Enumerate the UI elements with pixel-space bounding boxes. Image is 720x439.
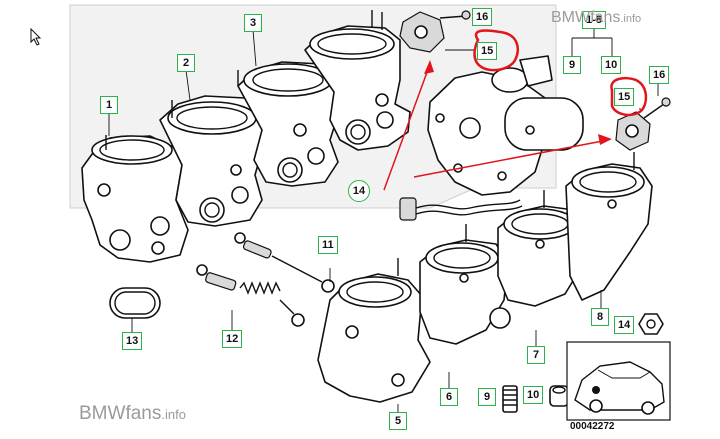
throttle-body-5 <box>317 258 431 403</box>
callout-8: 8 <box>591 308 609 326</box>
callout-1-8: 1-8 <box>582 11 606 29</box>
watermark-bottom: BMWfans.info <box>79 403 186 424</box>
callout-2: 2 <box>177 54 195 72</box>
throttle-body-1 <box>81 135 189 263</box>
cursor-icon <box>30 28 42 46</box>
spring-9 <box>502 385 518 413</box>
callout-9-top: 9 <box>563 56 581 74</box>
callout-9-bottom: 9 <box>478 388 496 406</box>
callout-12: 12 <box>222 330 243 348</box>
reference-number: 00042272 <box>570 421 615 432</box>
throttle-body-4 <box>304 10 411 151</box>
callout-5: 5 <box>389 412 407 430</box>
sensor-right <box>615 97 671 151</box>
callout-7: 7 <box>527 346 545 364</box>
linkage-rod-12 <box>196 264 305 327</box>
callout-15-top: 15 <box>477 42 498 60</box>
throttle-body-8 <box>565 152 653 301</box>
throttle-body-6 <box>419 224 511 345</box>
callout-1: 1 <box>100 96 118 114</box>
callout-11: 11 <box>318 236 338 254</box>
throttle-body-3 <box>237 61 339 187</box>
callout-3: 3 <box>244 14 262 32</box>
watermark-top: BMWfans.info <box>551 9 642 26</box>
callout-14-circle: 14 <box>348 180 370 202</box>
throttle-body-7 <box>497 190 587 307</box>
callout-6: 6 <box>440 388 458 406</box>
sensor-hose <box>399 197 523 221</box>
callout-16-right: 16 <box>649 66 670 84</box>
callout-14-box: 14 <box>614 316 635 334</box>
callout-10-top: 10 <box>601 56 622 74</box>
gasket-13 <box>109 287 161 319</box>
throttle-actuator <box>427 55 584 196</box>
throttle-body-2 <box>159 95 263 227</box>
callout-10-bottom: 10 <box>523 386 544 404</box>
callout-15-right: 15 <box>614 88 635 106</box>
red-annotations <box>383 29 648 191</box>
bushing-10 <box>549 385 569 407</box>
car-inset <box>566 341 671 421</box>
nut-14 <box>638 313 664 335</box>
sensor-top <box>399 10 471 53</box>
linkage-rod-11 <box>234 232 335 293</box>
callout-13: 13 <box>122 332 143 350</box>
callout-16-top: 16 <box>472 8 493 26</box>
